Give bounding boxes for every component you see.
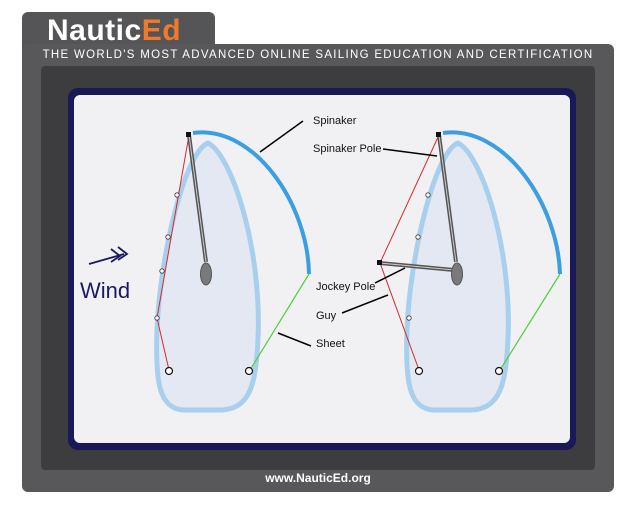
boat-right	[377, 130, 562, 413]
wind-chevron-2	[117, 246, 129, 261]
tagline: THE WORLD'S MOST ADVANCED ONLINE SAILING…	[42, 49, 594, 61]
mast-left	[200, 262, 212, 286]
rigging-point-right-2	[415, 234, 421, 240]
label-spinaker: Spinaker	[313, 115, 357, 127]
block-left-port	[164, 366, 174, 376]
jockey-pole-fitting	[377, 260, 382, 265]
rigging-point-right-1	[425, 192, 431, 198]
spinnaker-pole-left-highlight	[188, 134, 207, 263]
pole-fitting-right	[436, 132, 441, 137]
spinnaker-left	[192, 130, 311, 275]
footer-website-link[interactable]: www.NauticEd.org	[265, 471, 371, 485]
block-right-starboard	[494, 366, 504, 376]
label-jockey-pole: Jockey Pole	[316, 281, 375, 293]
logo-text-nautic: Nautic	[47, 14, 142, 47]
rigging-point-left-2	[165, 234, 171, 240]
wind-indicator: Wind	[80, 246, 130, 303]
rigging-point-left-3	[159, 268, 165, 274]
sheet-line-left	[249, 273, 310, 371]
pole-fitting-left	[186, 132, 191, 137]
jockey-pole-highlight	[379, 262, 455, 271]
leader-spinaker-pole	[382, 148, 438, 157]
leader-spinaker	[259, 120, 304, 153]
wind-chevron-1	[110, 248, 122, 263]
block-right-port	[414, 366, 424, 376]
label-guy: Guy	[316, 310, 337, 322]
spinnaker-right	[442, 130, 562, 275]
rigging-point-left-4	[154, 315, 160, 321]
leader-jockey-pole	[374, 267, 406, 284]
label-sheet: Sheet	[316, 338, 345, 350]
rigging-point-left-1	[174, 192, 180, 198]
block-left-starboard	[244, 366, 254, 376]
nauticed-logo[interactable]: NauticEd	[47, 14, 181, 48]
spinnaker-pole-right-highlight	[438, 134, 457, 263]
logo-text-ed: Ed	[141, 14, 182, 47]
wind-label: Wind	[80, 278, 130, 303]
rigging-point-right-3	[406, 315, 412, 321]
sheet-line-right	[499, 273, 561, 371]
leader-guy	[341, 294, 389, 314]
mast-right	[451, 262, 463, 286]
leader-sheet	[277, 332, 312, 347]
label-spinaker-pole: Spinaker Pole	[313, 143, 382, 155]
boat-left	[154, 130, 311, 413]
